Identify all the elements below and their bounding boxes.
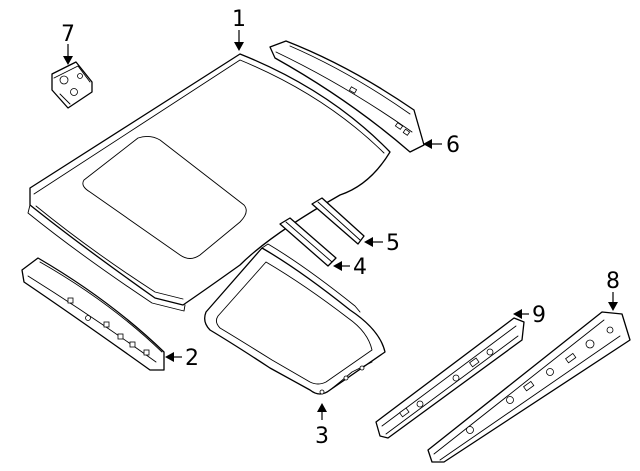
cross-member-4 [279, 217, 337, 267]
roof-panel [27, 53, 391, 312]
rail-6 [269, 40, 425, 153]
callout-4: 4 [353, 255, 367, 280]
sunroof-frame-3 [204, 243, 386, 395]
header-rail-2 [21, 257, 165, 371]
side-rail-8 [427, 311, 631, 463]
callout-3: 3 [315, 424, 329, 449]
bracket-7 [51, 61, 93, 109]
cross-member-5 [311, 197, 365, 245]
callout-1: 1 [232, 7, 246, 32]
callout-6: 6 [446, 133, 460, 158]
side-rail-9 [375, 317, 525, 439]
callout-8: 8 [606, 269, 620, 294]
callout-leaders [63, 30, 618, 420]
callout-2: 2 [185, 346, 199, 371]
callout-7: 7 [61, 22, 75, 47]
callout-5: 5 [386, 231, 400, 256]
callout-9: 9 [532, 303, 546, 328]
